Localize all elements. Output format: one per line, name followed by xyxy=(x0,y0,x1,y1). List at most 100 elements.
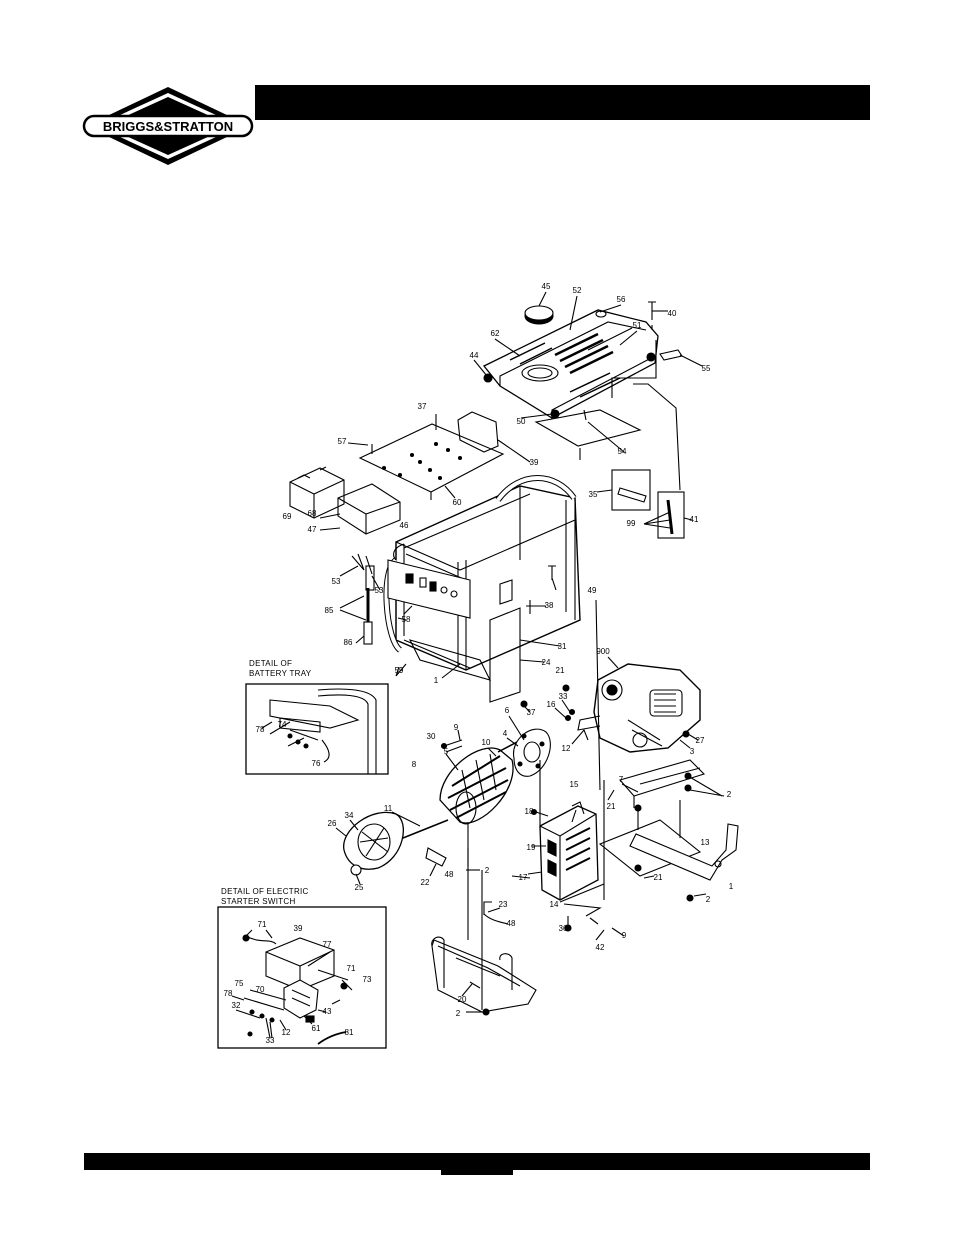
callout-75: 75 xyxy=(235,979,244,988)
battery-tray-detail xyxy=(245,683,389,775)
callout-62: 62 xyxy=(491,329,500,338)
callout-1: 1 xyxy=(729,882,734,891)
callout-3: 3 xyxy=(690,747,695,756)
alternator-stator xyxy=(439,747,514,824)
callout-19: 19 xyxy=(527,843,536,852)
bearing-carrier xyxy=(513,728,551,777)
callout-48: 48 xyxy=(445,870,454,879)
callout-37: 37 xyxy=(418,402,427,411)
callout-25: 25 xyxy=(355,883,364,892)
callout-21: 21 xyxy=(556,666,565,675)
callout-33: 33 xyxy=(266,1036,275,1045)
callout-73: 73 xyxy=(363,975,372,984)
starter-switch-title-1: DETAIL OF ELECTRIC xyxy=(221,887,309,896)
callout-32: 32 xyxy=(232,1001,241,1010)
callout-78: 78 xyxy=(256,725,265,734)
callout-71: 71 xyxy=(258,920,267,929)
callout-41: 41 xyxy=(690,515,699,524)
starter-switch-title-2: STARTER SWITCH xyxy=(221,897,296,906)
callout-7: 7 xyxy=(619,775,624,784)
callout-58: 58 xyxy=(402,615,411,624)
callout-11: 11 xyxy=(384,804,393,813)
callout-54: 54 xyxy=(618,447,627,456)
callout-2: 2 xyxy=(706,895,711,904)
callout-81: 81 xyxy=(345,1028,354,1037)
starter-switch-detail xyxy=(217,906,387,1049)
callout-6: 6 xyxy=(505,706,510,715)
callout-46: 46 xyxy=(400,521,409,530)
callout-56: 56 xyxy=(617,295,626,304)
base-handle xyxy=(629,823,739,881)
callout-21: 21 xyxy=(607,802,616,811)
callout-26: 26 xyxy=(328,819,337,828)
callout-40: 40 xyxy=(668,309,677,318)
callout-71: 71 xyxy=(347,964,356,973)
callout-10: 10 xyxy=(482,738,491,747)
callout-99: 99 xyxy=(627,519,636,528)
callout-30: 30 xyxy=(427,732,436,741)
callout-39: 39 xyxy=(294,924,303,933)
callout-57: 57 xyxy=(338,437,347,446)
callout-37: 37 xyxy=(527,708,536,717)
callout-31: 31 xyxy=(558,642,567,651)
callout-2: 2 xyxy=(727,790,732,799)
callout-55: 55 xyxy=(702,364,711,373)
callout-27: 27 xyxy=(696,736,705,745)
callout-39: 39 xyxy=(530,458,539,467)
callout-2: 2 xyxy=(485,866,490,875)
callout-48: 48 xyxy=(507,919,516,928)
control-panel-plate xyxy=(358,423,505,493)
callout-1: 1 xyxy=(434,676,439,685)
callout-42: 42 xyxy=(596,943,605,952)
callout-22: 22 xyxy=(421,878,430,887)
callout-35: 35 xyxy=(589,490,598,499)
callout-86: 86 xyxy=(344,638,353,647)
logo-text: BRIGGS&STRATTON xyxy=(103,119,233,134)
callout-900: 900 xyxy=(596,647,610,656)
callout-13: 13 xyxy=(701,838,710,847)
callout-53: 53 xyxy=(332,577,341,586)
callout-61: 61 xyxy=(312,1024,321,1033)
battery-tray-title-2: BATTERY TRAY xyxy=(249,669,312,678)
callout-23: 23 xyxy=(499,900,508,909)
callout-49: 49 xyxy=(588,586,597,595)
callout-12: 12 xyxy=(282,1028,291,1037)
callout-8: 8 xyxy=(412,760,417,769)
starter-switch xyxy=(283,979,319,1019)
callout-12: 12 xyxy=(562,744,571,753)
callout-70: 70 xyxy=(256,985,265,994)
callout-4: 4 xyxy=(503,729,508,738)
callout-38: 38 xyxy=(545,601,554,610)
callout-44: 44 xyxy=(470,351,479,360)
callout-34: 34 xyxy=(345,811,354,820)
callout-9: 9 xyxy=(454,723,459,732)
callout-78: 78 xyxy=(224,989,233,998)
callout-47: 47 xyxy=(308,525,317,534)
callout-21: 21 xyxy=(654,873,663,882)
callout-36: 36 xyxy=(559,924,568,933)
callout-15: 15 xyxy=(570,780,579,789)
callout-59: 59 xyxy=(395,666,404,675)
callout-45: 45 xyxy=(542,282,551,291)
control-box xyxy=(539,805,599,901)
callout-85: 85 xyxy=(325,606,334,615)
callout-17: 17 xyxy=(519,873,528,882)
callout-77: 77 xyxy=(323,940,332,949)
callout-9: 9 xyxy=(622,931,627,940)
briggs-stratton-logo: BRIGGS&STRATTON xyxy=(82,87,254,165)
callout-2: 2 xyxy=(456,1009,461,1018)
callout-20: 20 xyxy=(458,995,467,1004)
callout-53: 53 xyxy=(375,586,384,595)
callout-68: 68 xyxy=(308,509,317,518)
callout-69: 69 xyxy=(283,512,292,521)
callout-51: 51 xyxy=(633,321,642,330)
callout-74: 74 xyxy=(278,720,287,729)
callout-33: 33 xyxy=(559,692,568,701)
header-bar xyxy=(255,85,870,120)
callout-50: 50 xyxy=(517,417,526,426)
footer-page-tab xyxy=(441,1153,513,1175)
battery-tray-title-1: DETAIL OF xyxy=(249,659,292,668)
callout-76: 76 xyxy=(312,759,321,768)
